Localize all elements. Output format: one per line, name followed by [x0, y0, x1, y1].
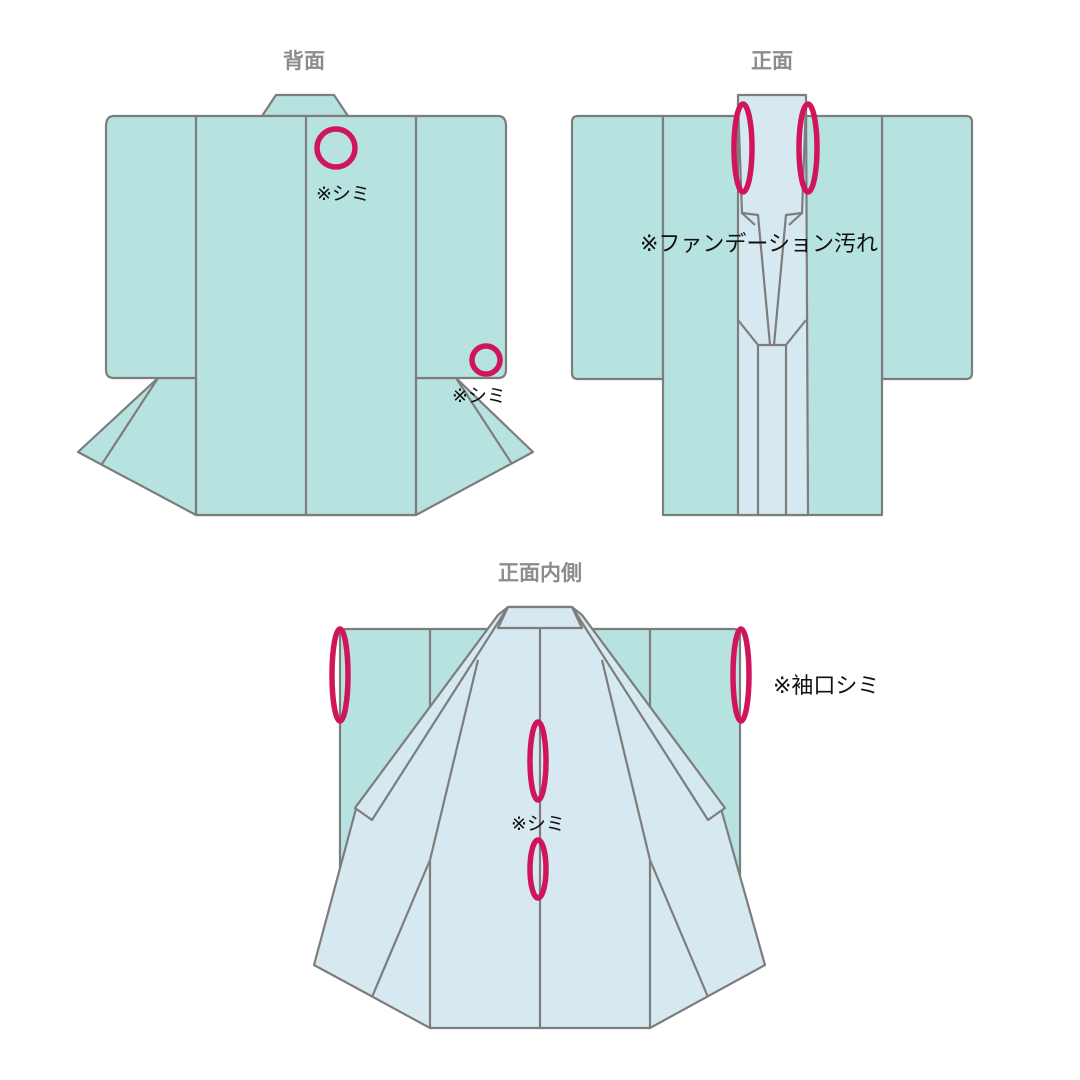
front-view-title: 正面 — [751, 49, 793, 73]
front-stain-mark-2 — [796, 101, 820, 195]
front-lining-panel — [736, 93, 810, 517]
inside-cuff-note: ※袖口シミ — [773, 674, 880, 699]
back-view-garment — [76, 93, 535, 517]
inside-lining-seam-left — [428, 659, 480, 861]
front-left-sleeve — [570, 114, 665, 381]
inside-view-title: 正面内側 — [498, 561, 582, 585]
inside-collar-top — [496, 605, 584, 630]
front-stain-mark-1 — [731, 101, 755, 195]
front-collar-right — [772, 102, 808, 346]
inside-cuff-stain-mark-left — [329, 626, 351, 724]
inside-stain-mark-upper — [527, 719, 549, 803]
inside-lining-seam-right — [600, 659, 652, 861]
inside-cuff-stain-mark-right — [730, 626, 752, 724]
back-seam-right-flare — [455, 377, 513, 465]
back-stain-mark-1 — [314, 126, 358, 170]
front-collar-notch-left — [741, 212, 756, 226]
back-view-title: 背面 — [283, 49, 325, 73]
back-stain-note-2: ※シミ — [452, 385, 506, 407]
inside-stain-mark-lower — [527, 837, 549, 901]
inside-gusset-left — [370, 859, 432, 998]
back-stain-mark-2 — [469, 343, 503, 377]
inside-gusset-right — [648, 859, 710, 998]
front-collar-left — [736, 102, 772, 346]
front-foundation-note: ※ファンデーション汚れ — [640, 232, 878, 257]
back-stain-note-1: ※シミ — [316, 183, 370, 205]
back-collar — [260, 93, 350, 118]
inside-view-garment — [312, 605, 767, 1030]
back-seam-left-flare — [101, 377, 159, 465]
inside-collar-left — [353, 605, 510, 822]
inside-collar-right — [570, 605, 727, 822]
front-collar-notch-right — [788, 212, 803, 226]
inside-stain-note: ※シミ — [511, 813, 565, 835]
front-right-sleeve — [880, 114, 974, 381]
front-view-garment — [570, 93, 974, 517]
